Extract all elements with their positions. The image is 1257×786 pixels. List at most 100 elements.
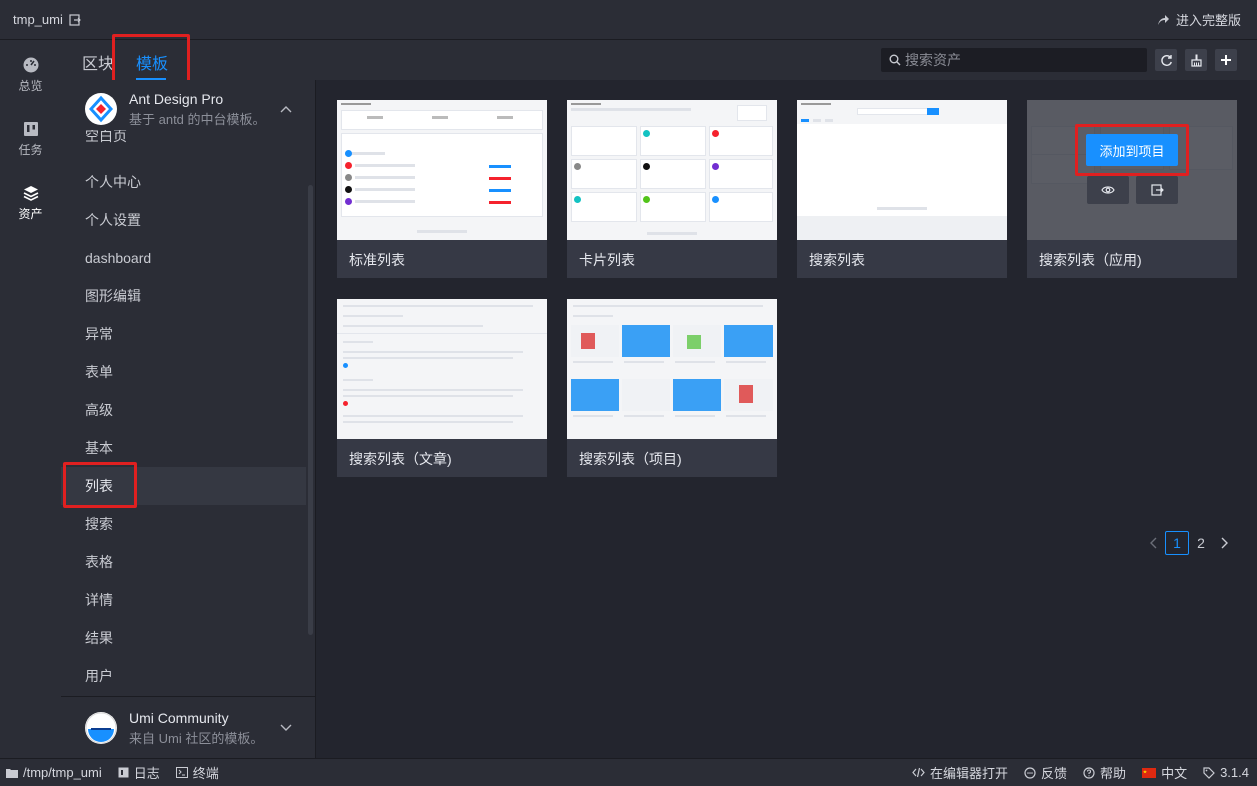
- project-name: tmp_umi: [13, 12, 63, 27]
- ant-design-pro-logo: [85, 93, 117, 125]
- template-group-umi-community[interactable]: Umi Community 来自 Umi 社区的模板。: [61, 699, 316, 757]
- template-card-name: 搜索列表: [809, 252, 865, 268]
- template-card-name: 搜索列表（项目): [579, 451, 682, 467]
- category-item[interactable]: 表单: [85, 364, 113, 380]
- category-item[interactable]: 用户: [85, 668, 113, 684]
- category-item[interactable]: 搜索: [85, 516, 113, 532]
- template-card[interactable]: 卡片列表: [567, 100, 777, 278]
- help-icon: [1083, 766, 1095, 779]
- preview-button[interactable]: [1087, 176, 1129, 204]
- category-item[interactable]: 图形编辑: [85, 288, 141, 304]
- broom-icon: [1190, 54, 1202, 67]
- template-card-name: 搜索列表（应用): [1039, 252, 1142, 268]
- log-button[interactable]: 日志: [118, 763, 160, 782]
- category-item[interactable]: 结果: [85, 630, 113, 646]
- task-icon: [23, 121, 38, 136]
- template-preview-image: [337, 100, 547, 240]
- template-card-name: 搜索列表（文章): [349, 451, 452, 467]
- pagination-page[interactable]: 2: [1197, 535, 1205, 551]
- template-group-title: Umi Community: [129, 709, 229, 726]
- help-button[interactable]: 帮助: [1083, 763, 1126, 782]
- template-card[interactable]: 搜索列表: [797, 100, 1007, 278]
- template-card[interactable]: 标准列表: [337, 100, 547, 278]
- project-switcher[interactable]: tmp_umi: [13, 12, 81, 27]
- template-group-ant-design-pro[interactable]: Ant Design Pro 基于 antd 的中台模板。: [61, 80, 316, 138]
- add-button[interactable]: [1215, 49, 1237, 71]
- assets-icon: [23, 185, 38, 201]
- template-card-name: 标准列表: [349, 252, 405, 268]
- add-to-project-button[interactable]: 添加到项目: [1086, 134, 1178, 166]
- category-item[interactable]: 基本: [85, 440, 113, 456]
- chevron-left-icon: [1150, 537, 1157, 549]
- open-link-button[interactable]: [1136, 176, 1178, 204]
- pagination-page[interactable]: 1: [1165, 531, 1189, 555]
- chevron-down-icon[interactable]: [280, 721, 292, 735]
- template-card-name: 卡片列表: [579, 252, 635, 268]
- share-arrow-icon: [1157, 14, 1169, 25]
- version-info: 3.1.4: [1203, 765, 1249, 780]
- category-item[interactable]: 个人中心: [85, 174, 141, 190]
- category-item[interactable]: 空白页: [85, 130, 127, 144]
- feedback-label: 反馈: [1041, 766, 1068, 781]
- terminal-icon: [175, 767, 188, 778]
- dashboard-icon: [23, 57, 38, 72]
- open-in-editor-button[interactable]: 在编辑器打开: [912, 763, 1008, 782]
- plus-icon: [1221, 55, 1231, 65]
- highlight-box-list-category: [63, 462, 137, 508]
- nav-assets-label: 资产: [18, 206, 43, 221]
- category-list: 空白页 个人中心 个人设置 dashboard 图形编辑 异常 表单 高级 基本…: [61, 130, 316, 696]
- search-icon: [889, 54, 901, 66]
- version-label: 3.1.4: [1220, 765, 1249, 780]
- category-item[interactable]: 高级: [85, 402, 113, 418]
- tabs-bar: 区块 模板: [61, 40, 1257, 80]
- tag-icon: [1203, 766, 1215, 779]
- category-item[interactable]: 表格: [85, 554, 113, 570]
- refresh-button[interactable]: [1155, 49, 1177, 71]
- template-group-desc: 来自 Umi 社区的模板。: [129, 730, 264, 746]
- category-item-list-selected[interactable]: 列表: [61, 467, 306, 505]
- chevron-up-icon[interactable]: [280, 102, 292, 116]
- category-item[interactable]: dashboard: [85, 250, 152, 266]
- help-label: 帮助: [1100, 766, 1127, 781]
- tab-blocks[interactable]: 区块: [82, 56, 115, 73]
- nav-overview-label: 总览: [18, 78, 43, 93]
- feedback-button[interactable]: 反馈: [1024, 763, 1067, 782]
- asset-search: [881, 48, 1147, 72]
- pagination-prev-button[interactable]: [1141, 531, 1165, 555]
- search-input[interactable]: [905, 52, 1135, 68]
- message-icon: [1024, 766, 1036, 779]
- project-path-label: /tmp/tmp_umi: [23, 765, 102, 780]
- left-nav: 总览 任务 资产: [0, 40, 61, 758]
- nav-tasks-label: 任务: [18, 142, 43, 157]
- project-path[interactable]: /tmp/tmp_umi: [6, 765, 102, 780]
- language-switcher[interactable]: 中文: [1142, 763, 1187, 782]
- enter-full-version-link[interactable]: 进入完整版: [1157, 10, 1241, 29]
- nav-tasks[interactable]: 任务: [0, 107, 61, 171]
- open-in-editor-label: 在编辑器打开: [930, 766, 1009, 781]
- template-card-hovered[interactable]: 添加到项目 搜索列表（应用): [1027, 100, 1237, 278]
- category-item[interactable]: 异常: [85, 326, 113, 342]
- language-label: 中文: [1161, 766, 1188, 781]
- code-icon: [912, 767, 925, 778]
- terminal-label: 终端: [192, 766, 219, 781]
- card-hover-overlay: 添加到项目: [1027, 100, 1237, 240]
- template-card[interactable]: 搜索列表（文章): [337, 299, 547, 477]
- full-version-label: 进入完整版: [1175, 13, 1241, 28]
- category-item[interactable]: 个人设置: [85, 212, 141, 228]
- folder-icon: [6, 768, 18, 778]
- template-panel: Ant Design Pro 基于 antd 的中台模板。 空白页 个人中心 个…: [61, 80, 316, 758]
- china-flag-icon: [1142, 767, 1157, 778]
- pagination-next-button[interactable]: [1213, 531, 1237, 555]
- nav-overview[interactable]: 总览: [0, 43, 61, 107]
- clear-button[interactable]: [1185, 49, 1207, 71]
- category-scrollbar[interactable]: [308, 185, 313, 635]
- nav-assets[interactable]: 资产: [0, 171, 61, 235]
- active-tab-indicator: [136, 78, 166, 80]
- template-card[interactable]: 搜索列表（项目): [567, 299, 777, 477]
- refresh-icon: [1160, 54, 1172, 66]
- log-icon: [118, 767, 129, 778]
- category-item[interactable]: 详情: [85, 592, 113, 608]
- tab-templates[interactable]: 模板: [136, 56, 169, 73]
- terminal-button[interactable]: 终端: [175, 763, 219, 782]
- highlight-box-add-to-project: [1075, 124, 1189, 176]
